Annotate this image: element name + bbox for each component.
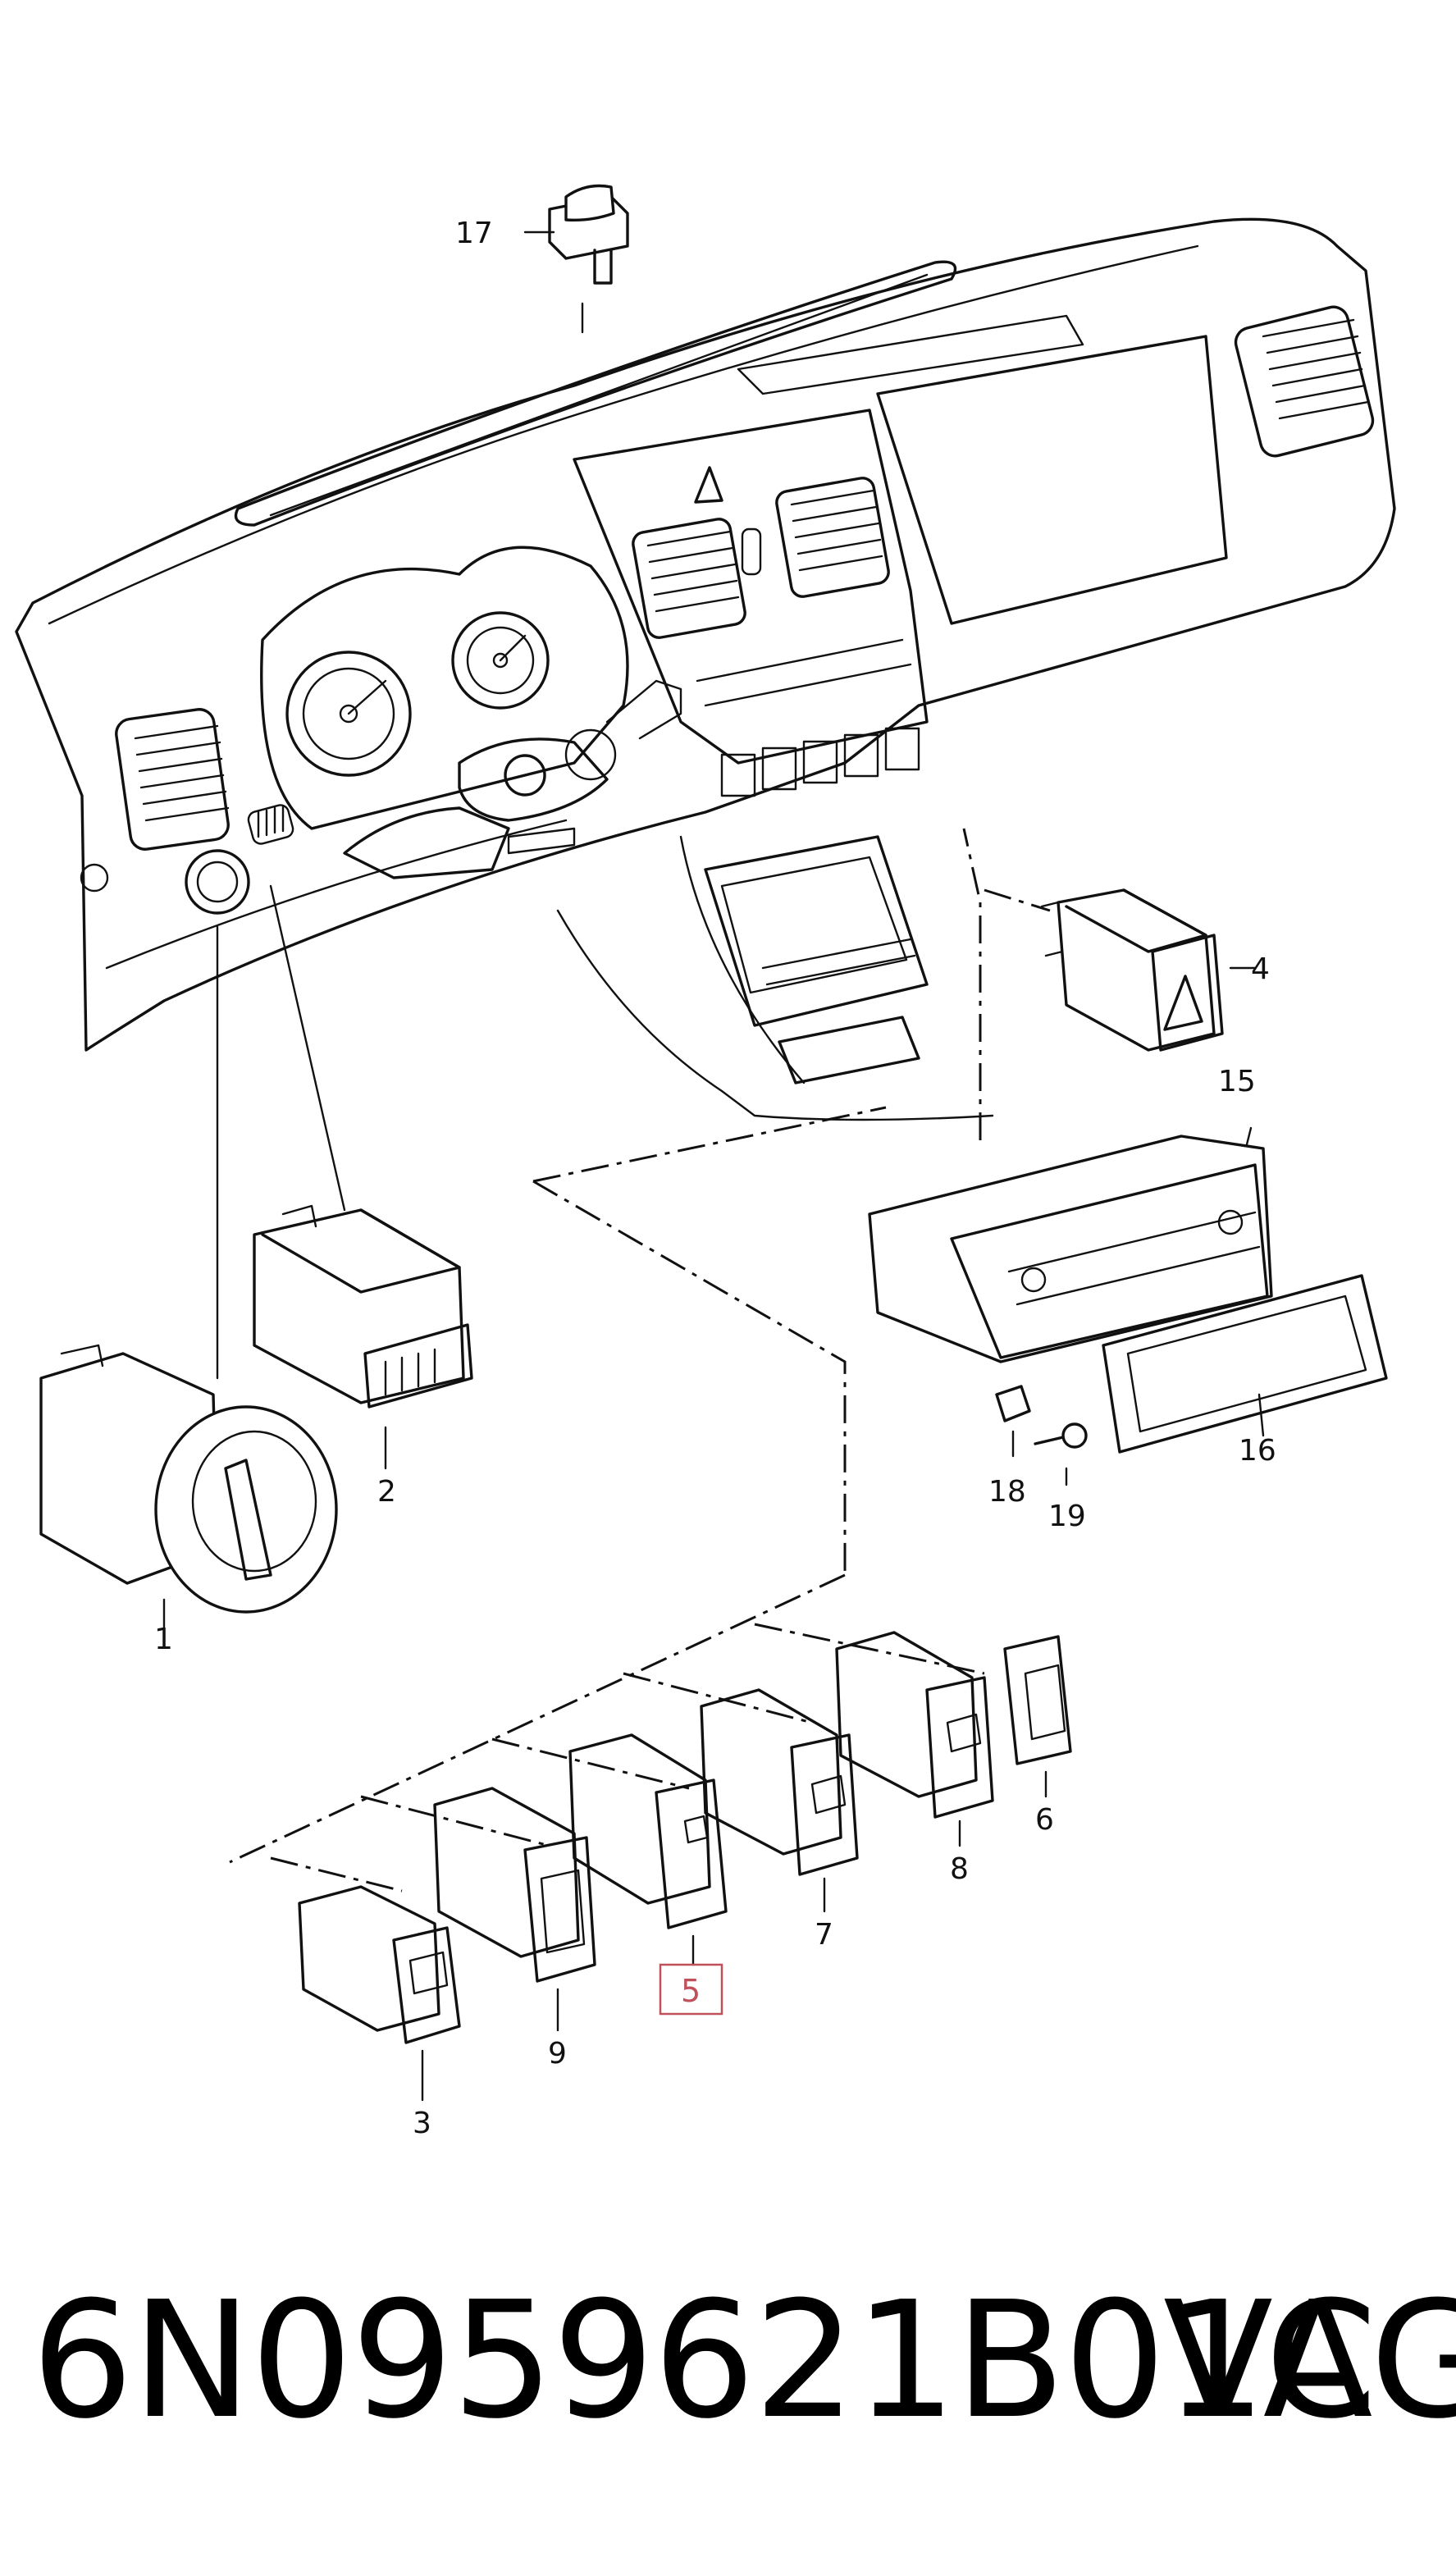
callout-17: 17 <box>455 217 493 250</box>
callout-18: 18 <box>988 1475 1026 1509</box>
part-15-climate-control <box>868 828 1273 1363</box>
part-2-range-control <box>253 884 473 1470</box>
part-8-switch <box>835 1631 994 1847</box>
callout-5-highlight-box <box>659 1963 723 2016</box>
callout-9: 9 <box>548 2037 567 2071</box>
assembly-leader-lines <box>229 1106 985 1893</box>
callout-1: 1 <box>154 1623 173 1656</box>
exploded-parts-diagram: 17 4 15 16 18 19 2 1 6 8 7 9 3 5 <box>15 184 1396 2140</box>
callout-4: 4 <box>1251 952 1270 986</box>
dashboard-illustration <box>15 217 1396 1121</box>
part-6-switch <box>1003 1635 1072 1798</box>
callout-7: 7 <box>815 1918 833 1952</box>
part-18-clip <box>995 1385 1031 1458</box>
part-17-sensor <box>523 184 629 334</box>
footer: 6N0959621B01C VAG <box>0 2264 1456 2543</box>
part-16-bezel <box>1102 1274 1388 1454</box>
callout-6: 6 <box>1035 1803 1054 1837</box>
part-number: 6N0959621B01C <box>31 2267 1377 2454</box>
callout-16: 16 <box>1239 1434 1276 1468</box>
brand-label: VAG <box>1163 2267 1456 2454</box>
part-4-hazard-switch <box>984 888 1257 1052</box>
callout-8: 8 <box>950 1852 969 1886</box>
part-1-light-switch <box>39 925 338 1634</box>
part-19-screw <box>1034 1422 1088 1486</box>
part-3-switch <box>298 1885 461 2102</box>
callout-2: 2 <box>377 1475 396 1509</box>
callout-15: 15 <box>1218 1065 1256 1098</box>
callout-19: 19 <box>1048 1500 1086 1533</box>
part-9-switch <box>433 1787 596 2032</box>
part-7-switch <box>700 1688 859 1913</box>
part-5-switch <box>568 1733 728 1966</box>
callout-5: 5 <box>681 1973 701 2009</box>
callout-3: 3 <box>413 2107 431 2140</box>
